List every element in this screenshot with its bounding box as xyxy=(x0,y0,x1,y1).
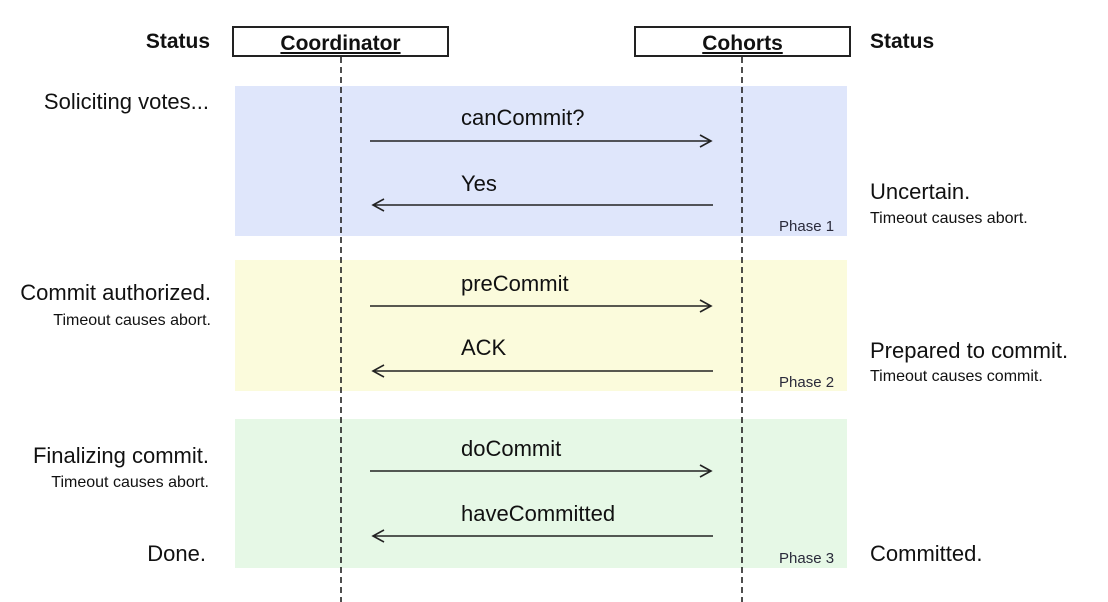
coordinator-box xyxy=(232,26,449,57)
phase-1-band xyxy=(235,86,847,236)
message-havecommitted: haveCommitted xyxy=(461,501,616,526)
phase-2-band xyxy=(235,260,847,391)
cohort-note-phase-2: Timeout causes commit. xyxy=(870,368,1043,385)
coordinator-status-phase-2: Commit authorized. xyxy=(20,280,211,305)
right-status-header: Status xyxy=(870,30,935,53)
message-docommit: doCommit xyxy=(461,436,562,461)
phase-3-label: Phase 3 xyxy=(779,550,835,567)
cohorts-box xyxy=(634,26,851,57)
cohort-status-final: Committed. xyxy=(870,541,983,566)
phase-1-label: Phase 1 xyxy=(779,218,835,235)
coordinator-status-phase-3: Finalizing commit. xyxy=(32,443,209,468)
message-precommit: preCommit xyxy=(461,271,569,296)
message-yes: Yes xyxy=(461,171,497,196)
coordinator-status-phase-1: Soliciting votes... xyxy=(43,89,209,114)
coordinator-note-phase-2: Timeout causes abort. xyxy=(53,312,211,329)
left-status-header: Status xyxy=(145,30,210,53)
message-cancommit: canCommit? xyxy=(461,105,585,130)
cohort-status-phase-1: Uncertain. xyxy=(870,179,971,204)
cohort-note-phase-1: Timeout causes abort. xyxy=(870,210,1028,227)
coordinator-label: Coordinator xyxy=(280,32,401,55)
cohorts-label: Cohorts xyxy=(702,32,783,55)
coordinator-note-phase-3: Timeout causes abort. xyxy=(51,474,209,491)
phase-3-band xyxy=(235,419,847,568)
cohort-status-phase-2: Prepared to commit. xyxy=(870,338,1069,363)
phase-2-label: Phase 2 xyxy=(779,374,835,391)
coordinator-status-final: Done. xyxy=(147,541,206,566)
message-ack: ACK xyxy=(461,335,507,360)
